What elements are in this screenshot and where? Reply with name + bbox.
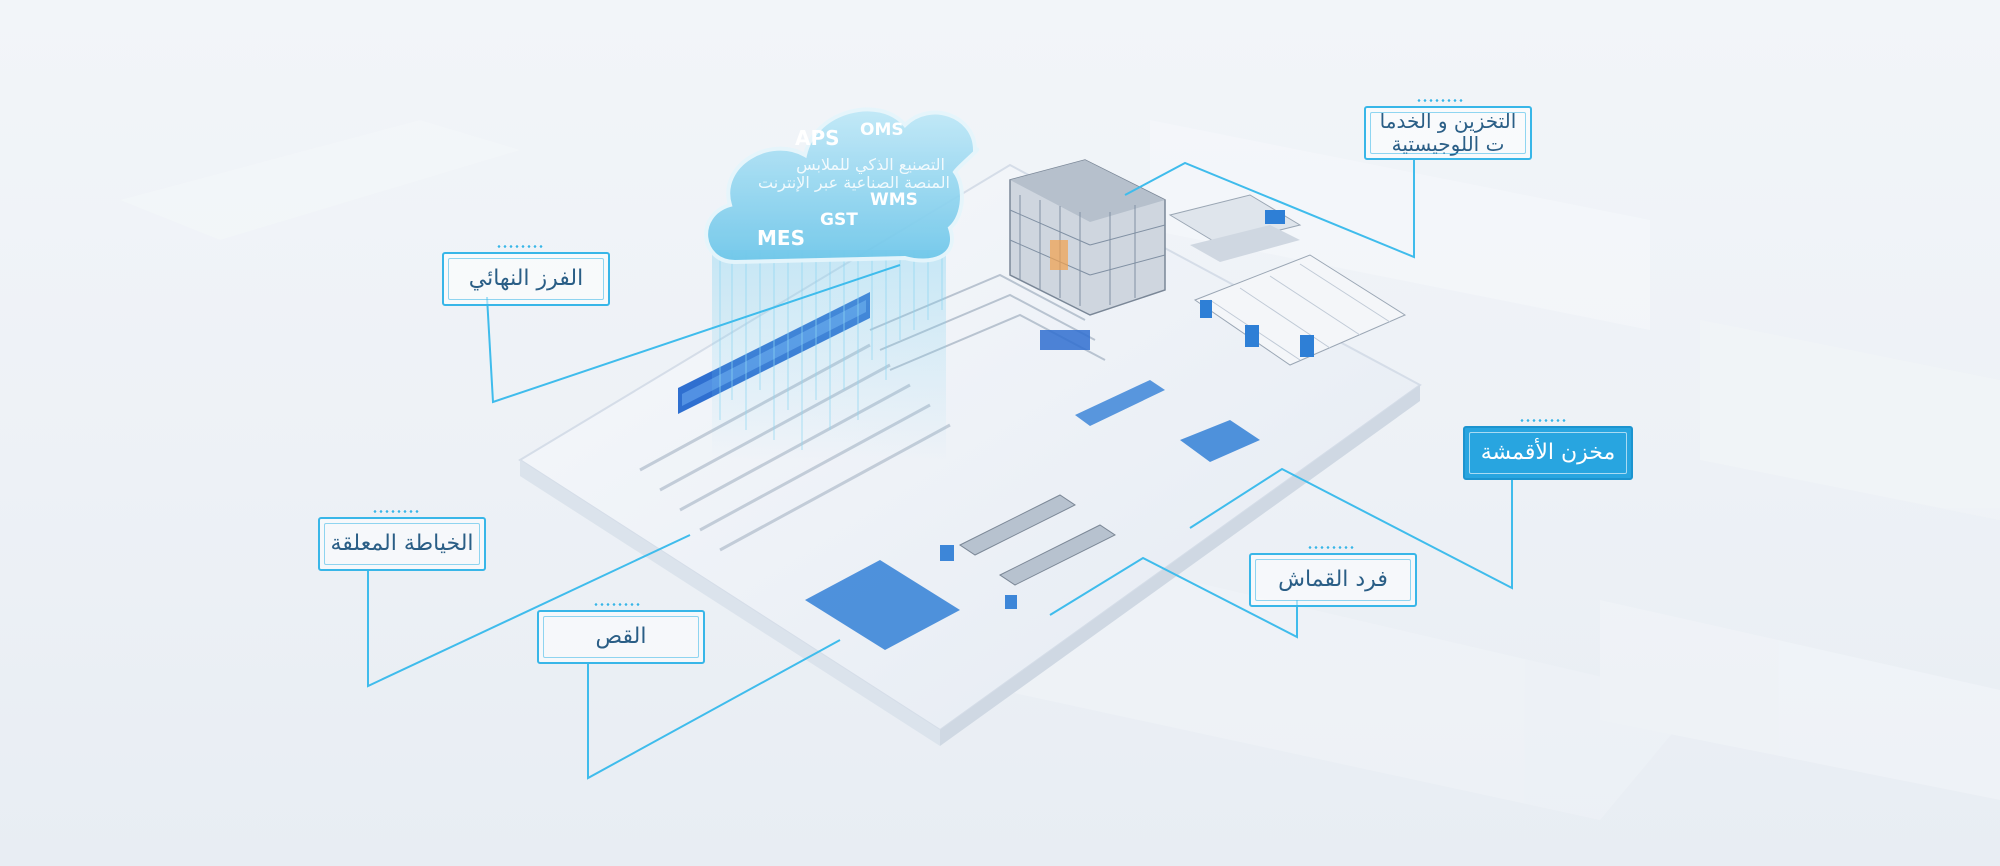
cutting-tables: [959, 494, 1116, 586]
shuttle-units: [1168, 194, 1302, 262]
background-blocks: [120, 120, 2000, 820]
cloud-system-mes: MES: [757, 226, 805, 250]
label-fabric-warehouse-text: مخزن الأقمشة: [1480, 440, 1616, 465]
label-cutting[interactable]: القص: [537, 603, 705, 664]
label-cutting-text: القص: [595, 624, 647, 649]
cloud-system-oms: OMS: [860, 120, 904, 140]
leader-cutting: [587, 639, 841, 780]
leader-fabric-warehouse: [1189, 467, 1513, 590]
cloud-system-wms: WMS: [870, 190, 918, 210]
label-storage-logistics-line1: التخزين و الخدما: [1379, 109, 1517, 133]
data-rain: [712, 250, 946, 460]
leader-storage-logistics: [1124, 159, 1415, 259]
factory-floor: [518, 163, 1422, 746]
leader-lines: [367, 159, 1513, 780]
leader-fabric-spreading: [1049, 556, 1298, 639]
label-storage-logistics-line2: ت اللوجيستية: [1391, 132, 1505, 156]
label-hanging-sewing-text: الخياطة المعلقة: [330, 531, 474, 556]
label-fabric-spreading-text: فرد القماش: [1278, 567, 1388, 592]
label-final-sorting[interactable]: الفرز النهائي: [442, 245, 610, 306]
cloud-caption-2: المنصة الصناعية عبر الإنترنت: [758, 173, 950, 193]
cloud-system-gst: GST: [820, 210, 858, 230]
leader-hanging-sewing: [367, 534, 691, 688]
label-storage-logistics[interactable]: التخزين و الخدما ت اللوجيستية: [1364, 99, 1532, 160]
fabric-racks: [1193, 254, 1407, 366]
cloud-system-aps: APS: [795, 126, 840, 150]
label-fabric-warehouse[interactable]: مخزن الأقمشة: [1463, 419, 1633, 480]
leader-final-sorting: [486, 264, 901, 404]
label-final-sorting-text: الفرز النهائي: [468, 266, 584, 291]
label-fabric-spreading[interactable]: فرد القماش: [1249, 546, 1417, 607]
asrs-rack: [1009, 159, 1166, 316]
cloud-caption-1: التصنيع الذكي للملابس: [796, 155, 945, 175]
blue-shelving: [805, 380, 1260, 650]
label-hanging-sewing[interactable]: الخياطة المعلقة: [318, 510, 486, 571]
cloud-icon: APS OMS التصنيع الذكي للملابس المنصة الص…: [704, 107, 980, 265]
